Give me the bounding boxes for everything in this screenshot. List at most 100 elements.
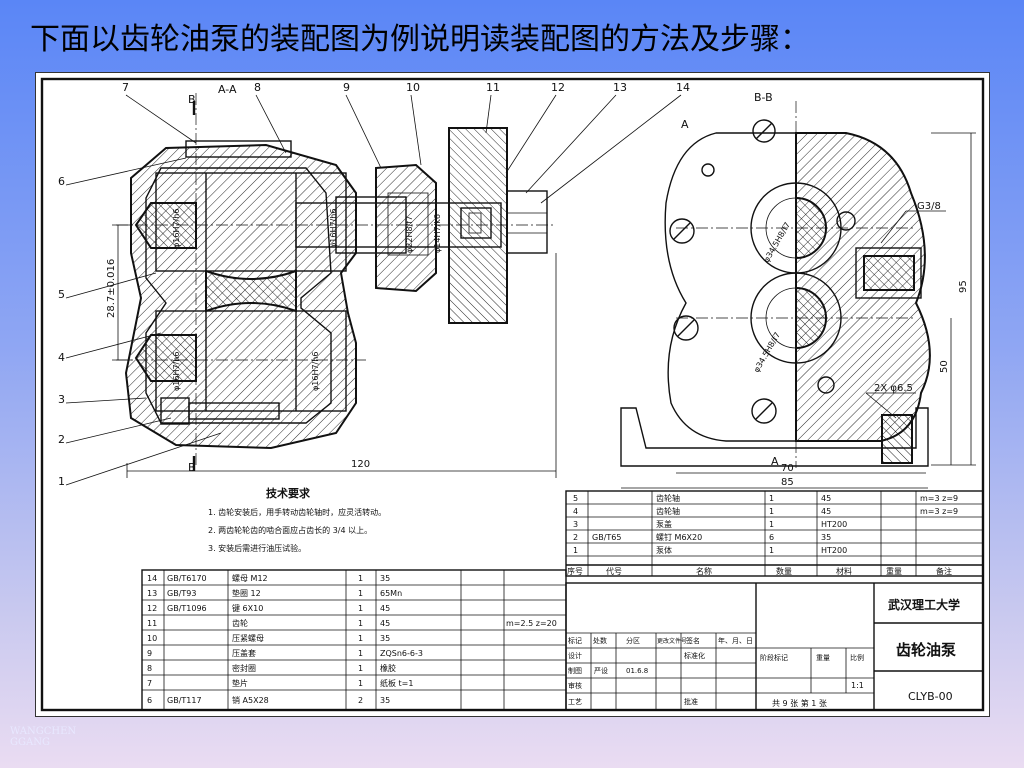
tb-zone: 分区 (626, 636, 640, 645)
dim-fit-4: φ16H7/h6 (311, 352, 320, 391)
balloon-12: 12 (551, 81, 565, 94)
pl-qty-13: 1 (358, 589, 363, 598)
label-bb: B-B (754, 91, 773, 104)
balloon-5: 5 (58, 288, 65, 301)
label-aa: A-A (218, 83, 237, 96)
tb-approve: 批准 (684, 697, 698, 706)
tb-sheet: 共 9 张 第 1 张 (772, 698, 827, 708)
pu-qty-1: 1 (769, 546, 774, 555)
dim-length-120: 120 (351, 459, 370, 470)
pu-std-2: GB/T65 (592, 533, 621, 542)
pl-mat-13: 65Mn (380, 589, 402, 598)
watermark-line-1: WANGCHEN (10, 726, 77, 737)
bottom-screw (188, 402, 280, 420)
balloon-11: 11 (486, 81, 500, 94)
pu-no-5: 5 (573, 494, 578, 503)
pu-mat-4: 45 (821, 507, 831, 516)
dim-width-85: 85 (781, 477, 794, 488)
pl-std-13: GB/T93 (167, 589, 196, 598)
pl-gear-params: m=2.5 z=20 (506, 619, 557, 628)
balloon-3: 3 (58, 393, 65, 406)
label-a-arrow: A (681, 118, 689, 131)
balloon-14: 14 (676, 81, 690, 94)
dim-fit-14: φ14H7/k6 (433, 214, 442, 253)
pl-qty-11: 1 (358, 619, 363, 628)
pl-qty-9: 1 (358, 649, 363, 658)
dim-width-70: 70 (781, 463, 794, 474)
pl-qty-6: 2 (358, 696, 363, 705)
pl-no-13: 13 (147, 589, 157, 598)
tb-design: 设计 (568, 651, 582, 660)
tb-weight: 重量 (816, 654, 830, 662)
pu-name-5: 齿轮轴 (656, 493, 680, 503)
balloon-numbers: 7 8 9 10 11 12 13 14 6 5 4 3 2 1 (58, 81, 690, 488)
pu-mat-3: HT200 (821, 520, 847, 529)
tb-standard: 标准化 (684, 651, 705, 660)
pu-qty-4: 1 (769, 507, 774, 516)
tech-item-1: 1. 齿轮安装后，用手转动齿轮轴时，应灵活转动。 (208, 507, 386, 517)
ph-material: 材料 (836, 566, 852, 576)
balloon-8: 8 (254, 81, 261, 94)
dim-pipe-thread: G3/8 (917, 201, 941, 212)
dim-fit-34-a: φ34.5H8/f7 (762, 221, 792, 264)
pu-qty-3: 1 (769, 520, 774, 529)
balloon-7: 7 (122, 81, 129, 94)
assembly-drawing-svg: A-A B B A 28.7±0.016 φ16H7/h6 φ16H7/h6 φ… (40, 77, 985, 712)
assembly-drawing: A-A B B A 28.7±0.016 φ16H7/h6 φ16H7/h6 φ… (35, 72, 990, 717)
pu-gear-params-a: m=3 z=9 (920, 494, 958, 503)
watermark-line-2: GGANG (10, 737, 50, 748)
pl-std-6: GB/T117 (167, 696, 202, 705)
ph-std: 代号 (606, 566, 622, 576)
balloon-2: 2 (58, 433, 65, 446)
label-a-bottom: A (771, 455, 779, 468)
pl-name-12: 键 6X10 (232, 603, 263, 613)
parts-lower-text: 14 GB/T6170 螺母 M12 1 35 13 GB/T93 垫圈 12 … (147, 573, 557, 705)
top-pin (185, 140, 292, 158)
pl-name-9: 压盖套 (232, 648, 256, 658)
pu-no-3: 3 (573, 520, 578, 529)
pl-mat-7: 纸板 t=1 (380, 678, 413, 688)
pu-qty-2: 6 (769, 533, 774, 542)
tb-design-date: 01.6.8 (626, 667, 648, 675)
pl-no-12: 12 (147, 604, 157, 613)
drive-gear (448, 127, 508, 324)
dim-height-50: 50 (939, 360, 950, 373)
watermark: WANGCHEN GGANG (10, 726, 76, 748)
pl-no-10: 10 (147, 634, 157, 643)
pu-mat-2: 35 (821, 533, 831, 542)
ph-name: 名称 (696, 566, 712, 576)
tb-review: 审核 (568, 681, 582, 690)
pl-mat-11: 45 (380, 619, 390, 628)
tb-drawing-no: CLYB-00 (908, 690, 953, 703)
pl-no-14: 14 (147, 574, 157, 583)
section-view-aa (112, 93, 557, 478)
pl-mat-8: 橡胶 (380, 663, 396, 673)
pl-mat-12: 45 (380, 604, 390, 613)
tb-count: 处数 (593, 636, 607, 645)
pu-qty-5: 1 (769, 494, 774, 503)
balloon-leaders (65, 94, 682, 486)
parts-upper-text: 5 齿轮轴 1 45 m=3 z=9 4 齿轮轴 1 45 m=3 z=9 3 … (567, 493, 958, 576)
parts-list-lower (141, 569, 567, 711)
dim-holes: 2X φ6.5 (874, 383, 913, 394)
pl-name-7: 垫片 (232, 678, 248, 688)
title-block (565, 582, 984, 711)
pl-mat-9: ZQSn6-6-3 (380, 649, 423, 658)
tech-item-2: 2. 两齿轮轮齿的啮合面应占齿长的 3/4 以上。 (208, 525, 372, 535)
parts-list-upper (565, 490, 984, 577)
balloon-10: 10 (406, 81, 420, 94)
pl-name-14: 螺母 M12 (232, 573, 268, 583)
pl-mat-6: 35 (380, 696, 390, 705)
pu-no-4: 4 (573, 507, 578, 516)
tb-process: 工艺 (568, 698, 582, 706)
balloon-1: 1 (58, 475, 65, 488)
balloon-13: 13 (613, 81, 627, 94)
tb-date: 年、月、日 (718, 636, 753, 645)
pump-base (620, 407, 929, 467)
pl-name-6: 销 A5X28 (232, 695, 269, 705)
pl-no-7: 7 (147, 679, 152, 688)
ph-remark: 备注 (936, 566, 952, 576)
pu-no-2: 2 (573, 533, 578, 542)
tb-part-name: 齿轮油泵 (896, 641, 956, 659)
label-b-top: B (188, 93, 196, 106)
